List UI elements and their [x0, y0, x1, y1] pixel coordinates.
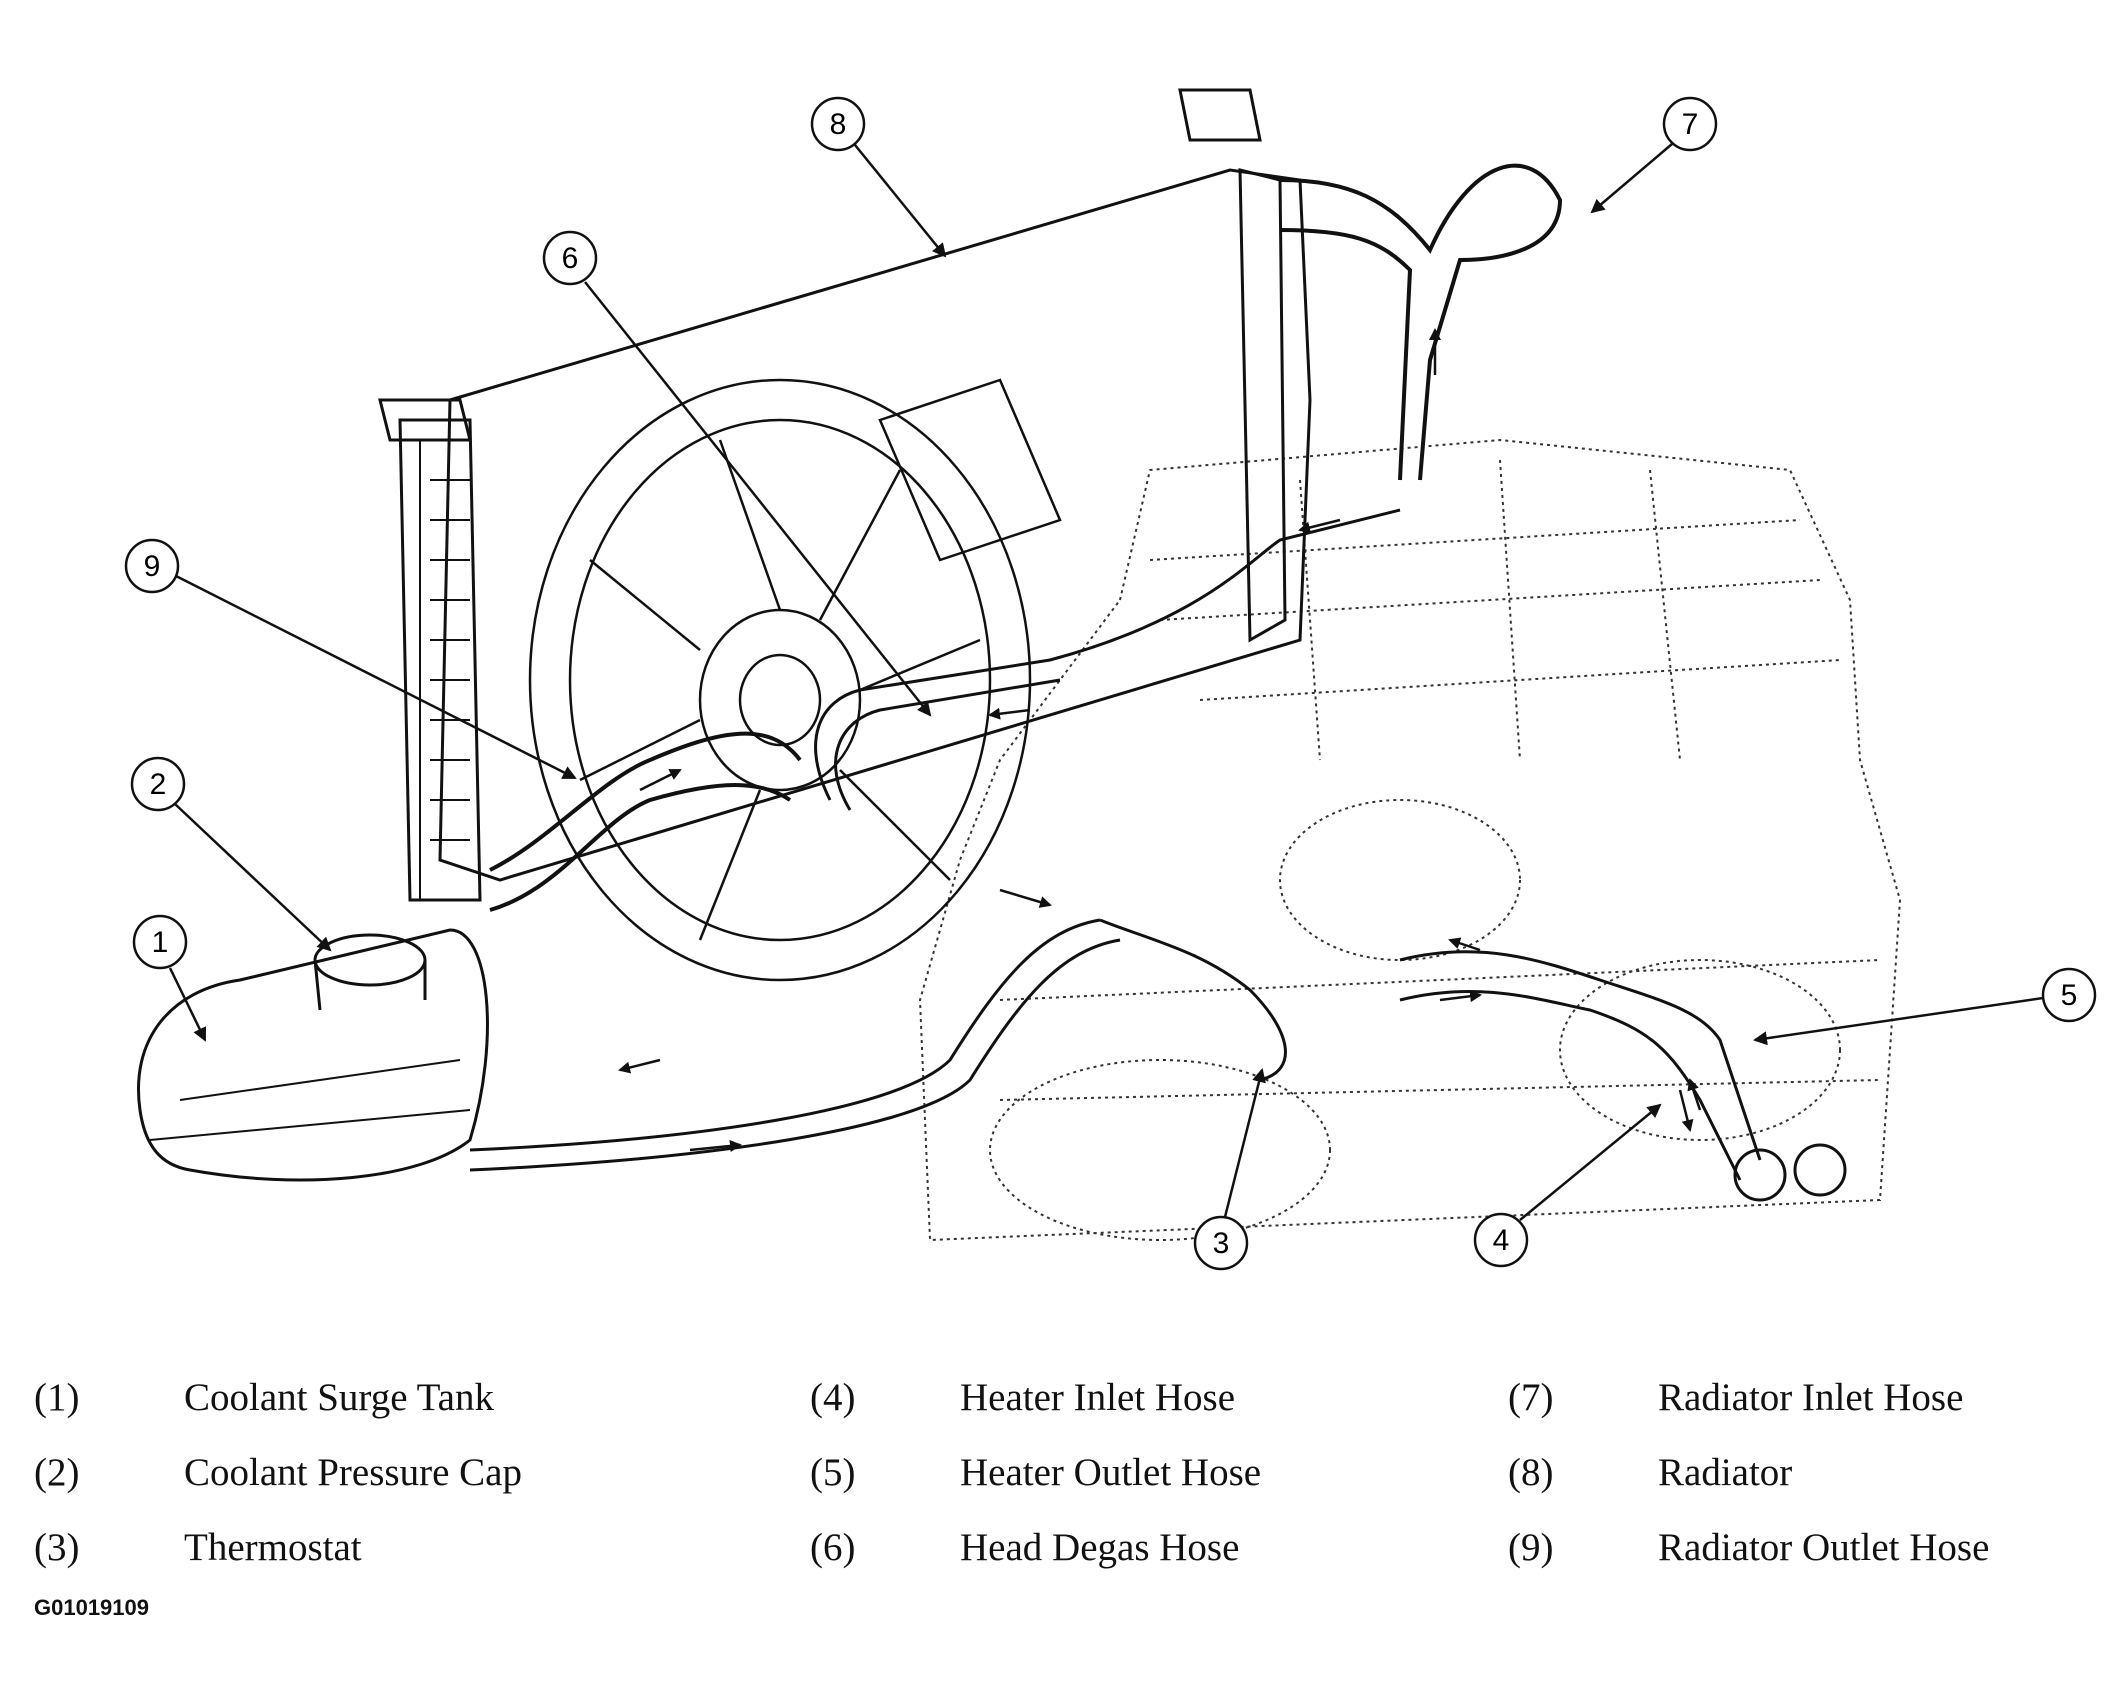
radiator-drawing	[378, 88, 1312, 902]
legend-item-5: (5)Heater Outlet Hose	[810, 1451, 1262, 1494]
surge-tank-drawing	[137, 928, 489, 1182]
callout-6: 6	[542, 230, 932, 717]
callout-4: 4	[1473, 1103, 1662, 1268]
legend: (1)Coolant Surge Tank (2)Coolant Pressur…	[0, 1340, 2123, 1640]
callout-3: 3	[1193, 1068, 1266, 1271]
legend-item-2: (2)Coolant Pressure Cap	[34, 1451, 522, 1494]
flow-arrows	[618, 328, 1702, 1152]
legend-item-8: (8)Radiator	[1508, 1451, 1793, 1494]
callout-2: 2	[130, 756, 332, 952]
svg-text:2: 2	[150, 768, 167, 801]
callout-1: 1	[132, 914, 207, 1042]
legend-item-9: (9)Radiator Outlet Hose	[1508, 1526, 1990, 1569]
svg-text:6: 6	[562, 242, 579, 275]
svg-text:8: 8	[830, 108, 847, 141]
callout-9: 9	[124, 538, 577, 780]
svg-text:5: 5	[2061, 979, 2078, 1012]
callout-5: 5	[1753, 967, 2097, 1046]
figure-id: G01019109	[34, 1595, 149, 1620]
svg-text:4: 4	[1493, 1224, 1510, 1257]
engine-outline	[918, 438, 1902, 1242]
legend-item-4: (4)Heater Inlet Hose	[810, 1376, 1236, 1419]
svg-text:1: 1	[152, 926, 169, 959]
fan-drawing	[528, 378, 1062, 982]
callout-8: 8	[810, 96, 947, 258]
legend-item-7: (7)Radiator Inlet Hose	[1508, 1376, 1964, 1419]
hoses-drawing	[469, 163, 1847, 1202]
legend-item-3: (3)Thermostat	[34, 1526, 362, 1569]
cooling-system-diagram: 1 2 3 4 5 6 7 8 9	[124, 88, 2097, 1271]
callout-7: 7	[1590, 96, 1718, 214]
svg-text:9: 9	[144, 550, 161, 583]
svg-text:3: 3	[1213, 1227, 1230, 1260]
svg-text:7: 7	[1682, 108, 1699, 141]
legend-item-1: (1)Coolant Surge Tank	[34, 1376, 494, 1419]
legend-item-6: (6)Head Degas Hose	[810, 1526, 1240, 1569]
